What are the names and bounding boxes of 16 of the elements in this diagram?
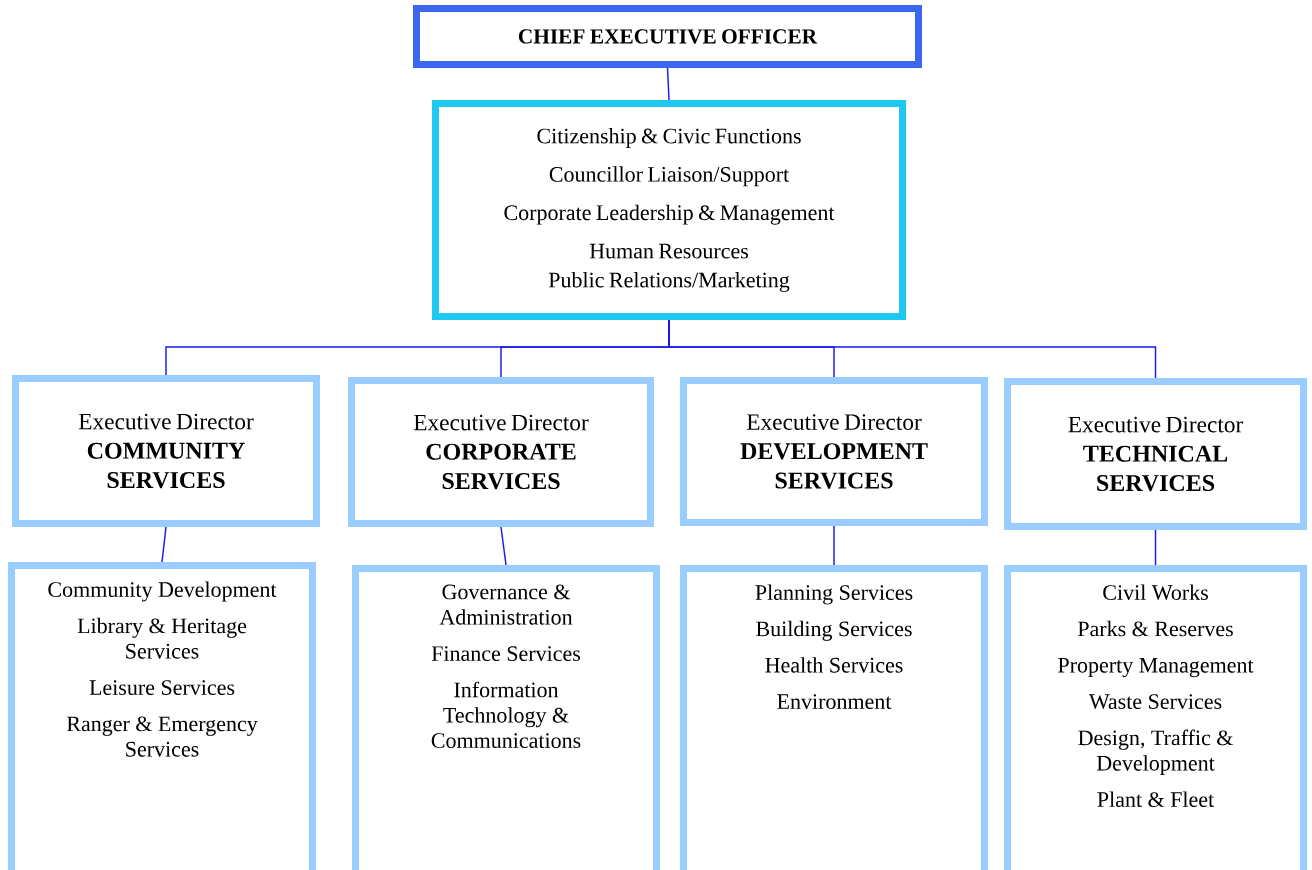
connector-line [161, 526, 167, 563]
function-box: Citizenship & Civic Functions Councillor Liaison/Support Corporate Leadership & Management Human Resources Public Relations/Marketing [432, 100, 906, 320]
director-box: Executive Director CORPORATE SERVICES [348, 377, 654, 527]
director-box: Executive Director TECHNICAL SERVICES [1004, 378, 1307, 530]
service-list-box: Governance & Administration Finance Services Information Technology & Communications [352, 565, 660, 870]
officer-box: CHIEF EXECUTIVE OFFICER [413, 5, 922, 68]
connector-line [833, 525, 835, 566]
connector-line [668, 319, 1157, 379]
connector-line [500, 526, 507, 566]
service-list-box: Community Development Library & Heritage Services Leisure Services Ranger & Emergency Services [8, 562, 316, 870]
director-box: Executive Director DEVELOPMENT SERVICES [680, 377, 988, 526]
director-box: Executive Director COMMUNITY SERVICES [12, 375, 320, 527]
service-list-box: Planning Services Building Services Health Services Environment [680, 565, 988, 870]
connector-line [666, 67, 670, 101]
service-list-box: Civil Works Parks & Reserves Property Management Waste Services Design, Traffic & Development Plant & Fleet [1004, 565, 1307, 870]
connector-line [1154, 529, 1157, 566]
